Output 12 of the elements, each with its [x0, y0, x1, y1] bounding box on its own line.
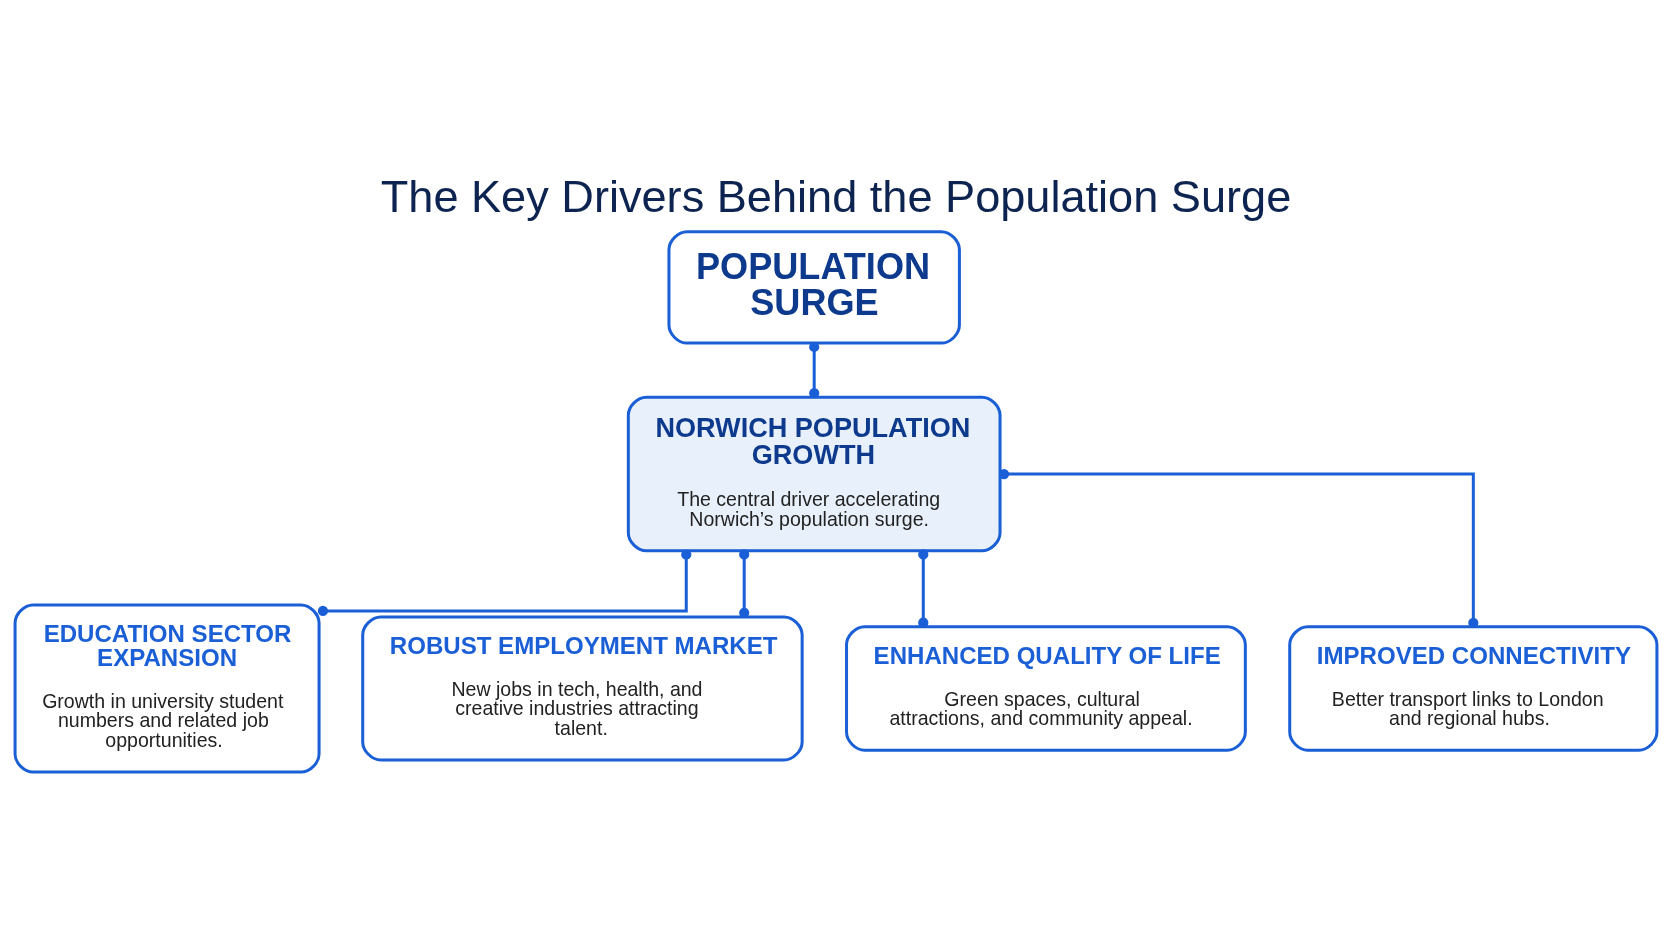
node-box: NORWICH POPULATION GROWTH The central driver accelerating Norwich’s population surge. [626, 395, 1002, 552]
node-box: ENHANCED QUALITY OF LIFE Green spaces, cultural attractions, and community appeal. [845, 624, 1247, 752]
connector [998, 468, 1479, 628]
connector [739, 548, 750, 618]
connector [809, 341, 820, 398]
connector [317, 548, 692, 616]
node-box: IMPROVED CONNECTIVITY Better transport links to London and regional hubs. [1288, 624, 1659, 752]
node-box: POPULATION SURGE [667, 229, 961, 345]
connector [918, 548, 929, 628]
diagram-title: The Key Drivers Behind the Population Surge [380, 170, 1292, 222]
node-box: EDUCATION SECTOR EXPANSION Growth in university student numbers and related job opportunities. [13, 602, 321, 773]
node-box: ROBUST EMPLOYMENT MARKET New jobs in tech, health, and creative industries attracting talent. [361, 614, 804, 761]
